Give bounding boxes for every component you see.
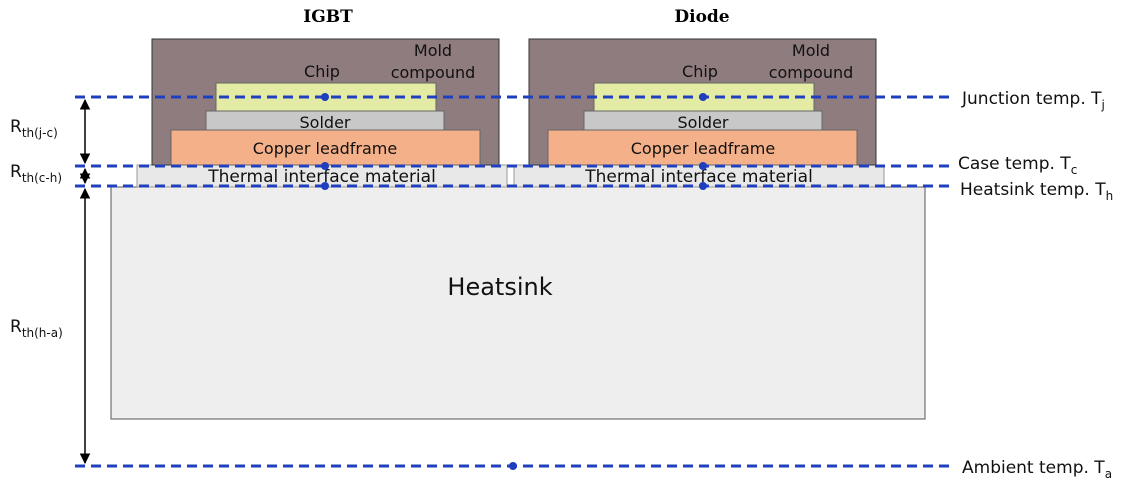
chip-label-diode: Chip [682,62,718,81]
junction-node-igbt [321,93,329,101]
ambient-node [509,462,517,470]
junction-temp-label: Junction temp. Tj [961,89,1105,112]
case-node-diode [699,162,707,170]
solder-label-diode: Solder [678,113,729,132]
case-node-igbt [321,162,329,170]
ambient-temp-label: Ambient temp. Ta [962,458,1112,481]
chip-label-igbt: Chip [304,62,340,81]
tim-label-igbt: Thermal interface material [207,167,436,187]
rth-ha-label: Rth(h-a) [10,317,63,340]
junction-node-diode [699,93,707,101]
mold-label-line2-diode: compound [769,63,854,82]
heatsink-block [110,186,926,420]
mold-label-line2-igbt: compound [391,63,476,82]
copper-label-igbt: Copper leadframe [253,139,397,158]
case-temp-label: Case temp. Tc [958,154,1077,177]
heatsink-temp-label: Heatsink temp. Th [960,180,1113,203]
heatsink-label: Heatsink [447,273,552,301]
mold-label-line1-igbt: Mold [414,41,452,60]
copper-leadframe-igbt [170,129,481,166]
rth-jc-label: Rth(j-c) [10,117,58,140]
mold-label-line1-diode: Mold [792,41,830,60]
tim-label-diode: Thermal interface material [584,167,813,187]
solder-label-igbt: Solder [300,113,351,132]
heatsink-node-diode [699,182,707,190]
heatsink-node-igbt [321,182,329,190]
copper-label-diode: Copper leadframe [631,139,775,158]
igbt-header: IGBT [303,7,353,27]
diode-header: Diode [674,7,729,27]
rth-ch-label: Rth(c-h) [10,162,62,185]
